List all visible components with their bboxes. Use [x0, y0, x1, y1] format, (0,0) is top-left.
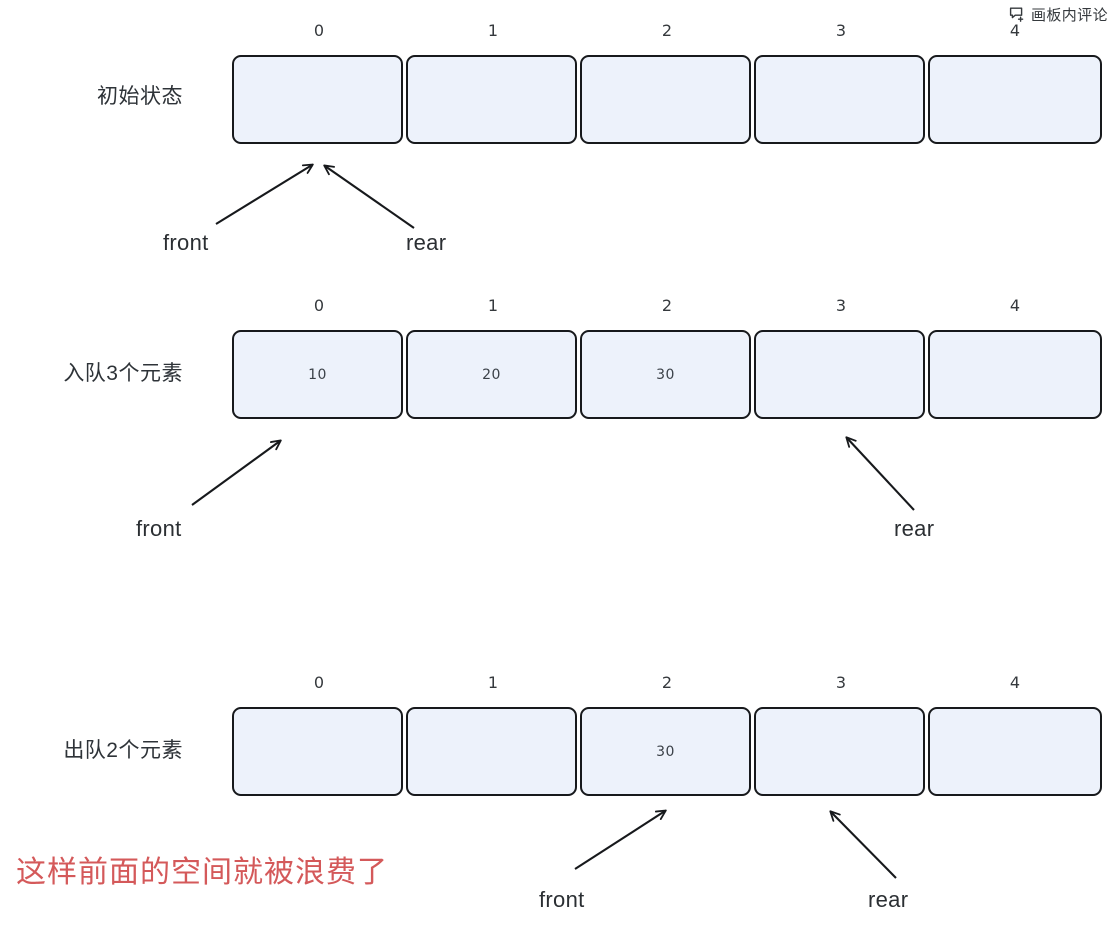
queue-cell[interactable]: 20 — [406, 330, 577, 419]
pointer-label-front: front — [136, 516, 182, 541]
queue-cell[interactable] — [406, 707, 577, 796]
index-label-4: 4 — [1009, 21, 1021, 40]
pointer-label-front: front — [163, 230, 209, 255]
cell-value: 30 — [656, 366, 675, 383]
queue-cell[interactable] — [754, 330, 925, 419]
index-label-3: 3 — [835, 296, 847, 315]
arrow-front-row1 — [215, 163, 314, 225]
queue-cell[interactable]: 30 — [580, 707, 751, 796]
queue-cell[interactable] — [754, 707, 925, 796]
index-label-4: 4 — [1009, 296, 1021, 315]
index-label-2: 2 — [661, 21, 673, 40]
cell-value: 20 — [482, 366, 501, 383]
queue-cell[interactable]: 10 — [232, 330, 403, 419]
queue-row-dequeue-two: 0 1 2 3 4 30 — [232, 673, 1102, 796]
index-label-0: 0 — [313, 21, 325, 40]
queue-row-initial-state: 0 1 2 3 4 — [232, 21, 1102, 144]
row-label-dequeue-two: 出队2个元素 — [63, 739, 183, 762]
index-label-2: 2 — [661, 673, 673, 692]
index-label-1: 1 — [487, 296, 499, 315]
red-annotation-note: 这样前面的空间就被浪费了 — [16, 856, 388, 889]
arrow-front-row2 — [191, 439, 282, 506]
index-label-1: 1 — [487, 21, 499, 40]
pointer-label-front: front — [539, 887, 585, 912]
index-label-1: 1 — [487, 673, 499, 692]
arrow-rear-row3 — [829, 810, 897, 879]
arrow-front-row3 — [574, 809, 667, 870]
arrow-rear-row1 — [323, 164, 415, 229]
row-label-enqueue-three: 入队3个元素 — [63, 362, 183, 385]
queue-cell[interactable] — [232, 55, 403, 144]
cell-value: 30 — [656, 743, 675, 760]
queue-cell[interactable] — [928, 330, 1102, 419]
row-label-initial-state: 初始状态 — [97, 85, 183, 108]
index-label-2: 2 — [661, 296, 673, 315]
queue-cell[interactable] — [928, 55, 1102, 144]
cell-value: 10 — [308, 366, 327, 383]
queue-cell[interactable] — [928, 707, 1102, 796]
queue-cell[interactable]: 30 — [580, 330, 751, 419]
queue-cell[interactable] — [580, 55, 751, 144]
index-label-4: 4 — [1009, 673, 1021, 692]
comment-add-icon — [1009, 6, 1026, 23]
index-label-3: 3 — [835, 673, 847, 692]
index-label-0: 0 — [313, 673, 325, 692]
index-label-3: 3 — [835, 21, 847, 40]
index-label-0: 0 — [313, 296, 325, 315]
pointer-label-rear: rear — [894, 516, 935, 541]
queue-cell[interactable] — [406, 55, 577, 144]
queue-cell[interactable] — [754, 55, 925, 144]
queue-cell[interactable] — [232, 707, 403, 796]
canvas-comment-badge[interactable]: 画板内评论 — [1009, 4, 1108, 25]
canvas-comment-label: 画板内评论 — [1030, 7, 1108, 24]
pointer-label-rear: rear — [406, 230, 447, 255]
pointer-label-rear: rear — [868, 887, 909, 912]
queue-row-enqueue-three: 0 1 2 3 4 10 20 30 — [232, 296, 1102, 419]
arrow-rear-row2 — [845, 436, 915, 511]
